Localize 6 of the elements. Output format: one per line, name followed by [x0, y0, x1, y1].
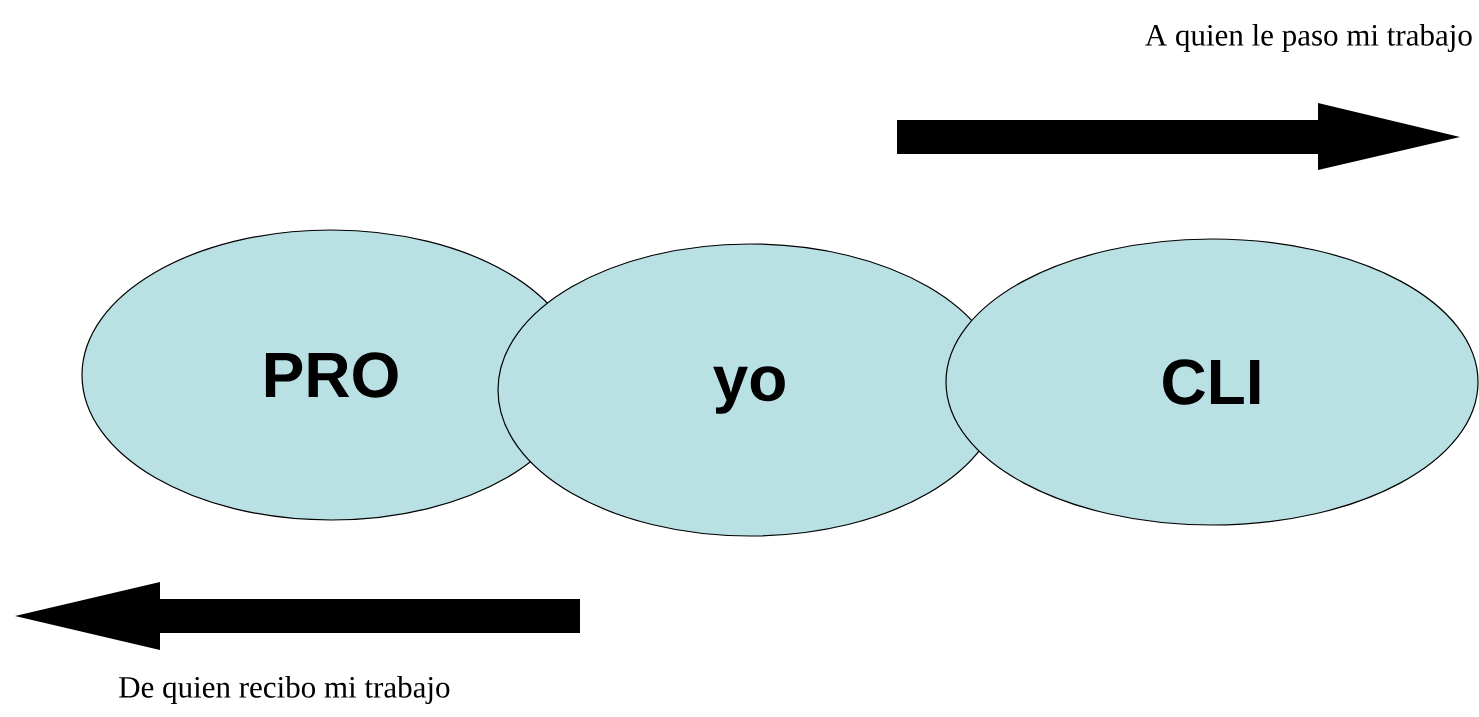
- node-label: CLI: [1163, 359, 1260, 405]
- ellipse-node: CLI: [945, 238, 1479, 526]
- ellipse-node: PRO: [81, 229, 581, 521]
- arrow-caption: A quien le paso mi trabajo: [1145, 23, 1472, 53]
- ellipse-node: yo: [497, 243, 1003, 537]
- arrow-caption: De quien recibo mi trabajo: [119, 675, 450, 705]
